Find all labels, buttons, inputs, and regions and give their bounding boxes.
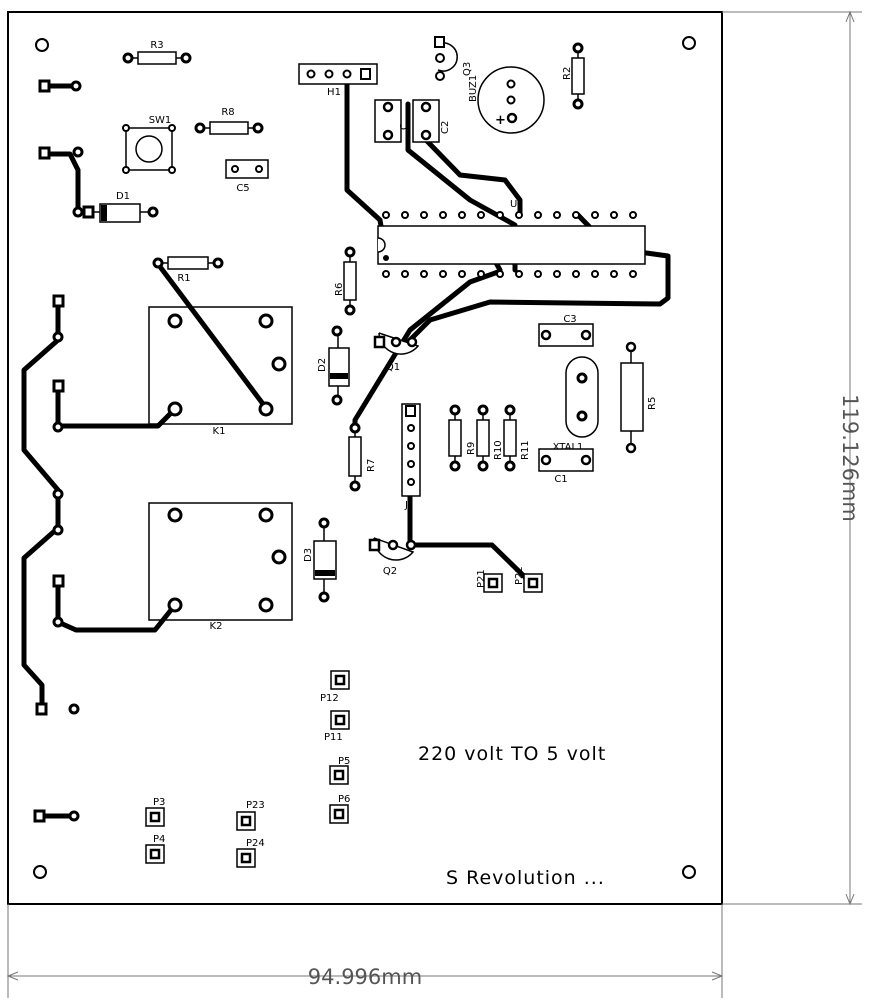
pad-p4	[145, 844, 165, 864]
dimension-lines	[6, 10, 862, 998]
author-note: S Revolution ...	[446, 867, 605, 889]
label-c3: C3	[563, 314, 576, 325]
label-p4: P4	[153, 834, 165, 845]
title-note: 220 volt TO 5 volt	[418, 743, 606, 765]
board-outline	[7, 11, 723, 905]
width-dimension-text: 94.996mm	[308, 965, 422, 989]
height-dimension-text: 119.126mm	[838, 394, 862, 522]
diode-d1: D1	[82, 191, 159, 223]
label-c5: C5	[236, 183, 249, 194]
transistor-q1: Q1	[373, 332, 420, 373]
resistor-r7: R7	[348, 422, 377, 492]
label-r9: R9	[466, 442, 477, 455]
header-h1: H1	[298, 63, 378, 98]
label-r6: R6	[334, 283, 345, 296]
resistor-r11: R11	[503, 404, 531, 472]
diode-d3: D3	[303, 517, 337, 603]
relay-k2: K2	[148, 502, 293, 632]
label-q2: Q2	[383, 566, 397, 577]
label-d2: D2	[317, 358, 328, 372]
label-p12: P12	[320, 693, 339, 704]
label-p22: P22	[514, 566, 525, 585]
label-r11: R11	[520, 440, 531, 460]
resistor-r9: R9	[448, 404, 477, 472]
label-d3: D3	[303, 548, 314, 562]
label-c4: C	[399, 123, 410, 130]
label-p21: P21	[476, 569, 487, 588]
label-p23: P23	[246, 800, 265, 811]
transistor-q3: Q3	[434, 36, 473, 81]
resistor-r3: R3	[122, 40, 192, 65]
label-p5: P5	[338, 756, 350, 767]
capacitor-c3: C3	[538, 314, 594, 347]
buzzer-buz1: + BUZ1	[468, 66, 545, 134]
label-p11: P11	[324, 732, 343, 743]
label-buz1-plus: +	[495, 113, 506, 128]
pad-p12	[330, 670, 350, 690]
label-sw1: SW1	[149, 115, 172, 126]
label-r8: R8	[221, 107, 234, 118]
pad-p5	[329, 765, 349, 785]
resistor-r2: R2	[562, 42, 585, 110]
label-r2: R2	[562, 67, 573, 80]
pad-p6	[329, 804, 349, 824]
switch-sw1: SW1	[122, 115, 176, 174]
resistor-r1: R1	[152, 256, 224, 284]
pad-p23	[236, 811, 256, 831]
label-j: J	[404, 500, 408, 511]
connector-j: J	[401, 403, 421, 511]
label-q3: Q3	[462, 62, 473, 76]
label-p24: P24	[246, 838, 265, 849]
transistor-q2: Q2	[368, 537, 417, 577]
capacitor-c5: C5	[225, 159, 269, 194]
diode-d2: D2	[317, 325, 350, 406]
label-p3: P3	[153, 797, 165, 808]
resistor-r6: R6	[334, 246, 357, 316]
label-k1: K1	[213, 426, 226, 437]
mounting-holes	[33, 36, 696, 879]
label-p6: P6	[338, 794, 350, 805]
pad-p24	[236, 848, 256, 868]
pad-p11	[330, 710, 350, 730]
crystal-xtal1: XTAL1	[553, 356, 599, 453]
resistor-r10: R10	[476, 404, 504, 472]
label-xtal1: XTAL1	[553, 442, 584, 453]
ic-u: U	[377, 199, 646, 278]
label-d1: D1	[116, 191, 130, 202]
label-h1: H1	[327, 87, 341, 98]
pad-p22	[523, 573, 543, 593]
terminal-pads	[33, 79, 84, 823]
capacitor-c2: C2	[412, 99, 451, 143]
label-u: U	[510, 199, 517, 210]
label-c1: C1	[554, 474, 567, 485]
label-c2: C2	[440, 121, 451, 134]
label-q1: Q1	[386, 362, 400, 373]
label-r5: R5	[647, 397, 658, 410]
capacitor-c4: C	[374, 99, 410, 143]
label-r7: R7	[366, 459, 377, 472]
label-k2: K2	[210, 621, 223, 632]
pad-p3	[145, 807, 165, 827]
capacitor-c1: C1	[538, 448, 594, 485]
test-pads	[145, 573, 543, 868]
label-r3: R3	[150, 40, 163, 51]
relay-k1: K1	[148, 306, 293, 437]
label-buz1: BUZ1	[468, 75, 479, 102]
resistor-r5: R5	[620, 341, 658, 454]
label-r10: R10	[493, 440, 504, 460]
label-r1: R1	[177, 273, 190, 284]
pad-p21	[483, 573, 503, 593]
resistor-r8: R8	[194, 107, 264, 135]
